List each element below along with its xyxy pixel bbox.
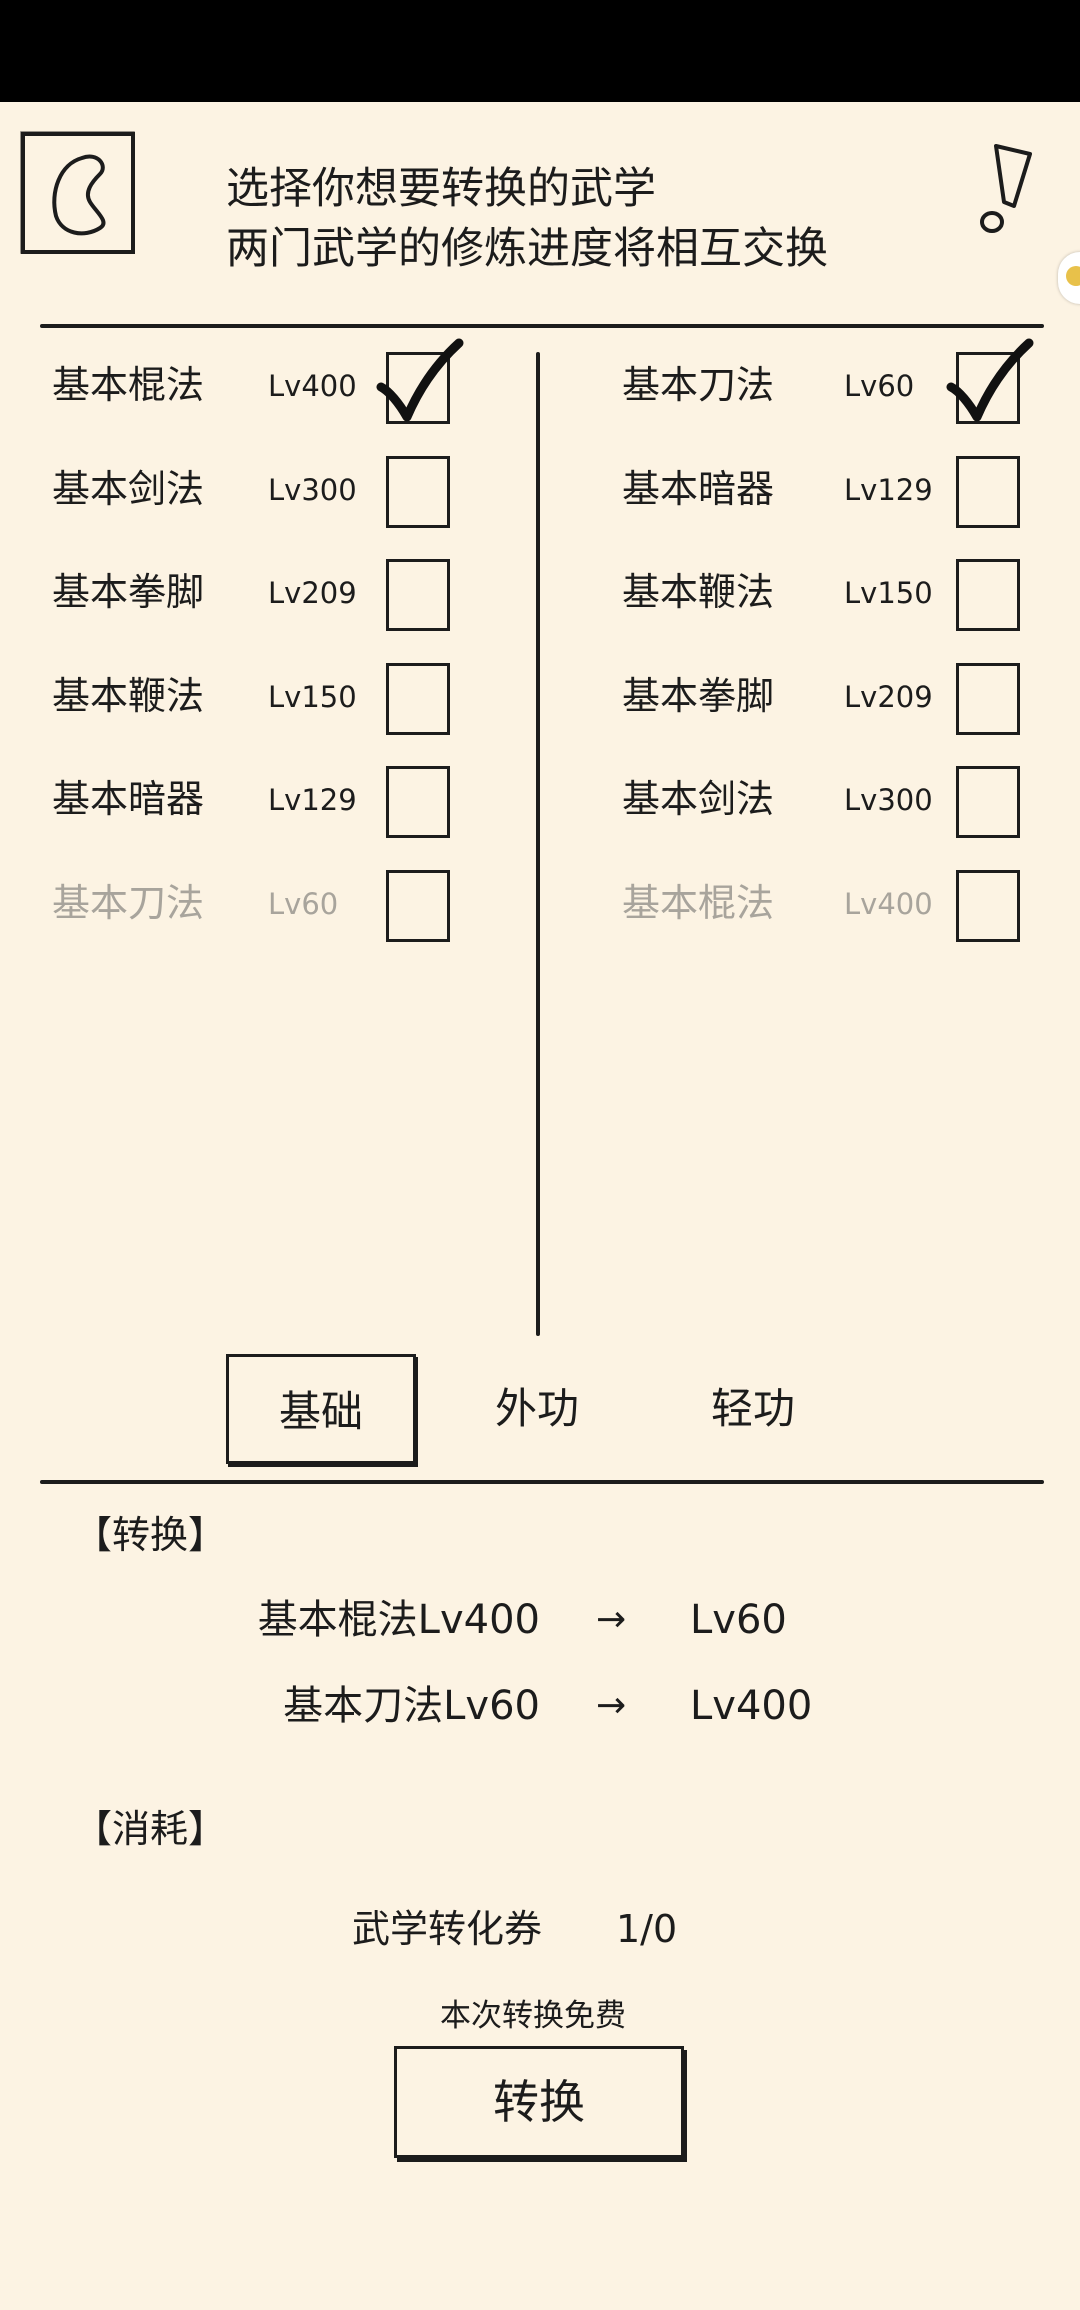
left-skill-row[interactable]: 基本拳脚 Lv209 (52, 553, 512, 633)
right-skill-row[interactable]: 基本暗器 Lv129 (622, 450, 1080, 530)
floating-side-tab[interactable] (1058, 252, 1080, 304)
conversion-to-1: Lv60 (690, 1597, 787, 1643)
right-skill-row[interactable]: 基本拳脚 Lv209 (622, 657, 1080, 737)
skill-level: Lv300 (844, 783, 933, 817)
skill-checkbox[interactable] (386, 456, 450, 528)
skill-name: 基本暗器 (52, 777, 205, 821)
skill-checkbox[interactable] (956, 663, 1020, 735)
header-line-2: 两门武学的修炼进度将相互交换 (226, 224, 828, 274)
skill-name: 基本拳脚 (52, 570, 205, 614)
skill-level: Lv300 (268, 473, 357, 507)
skill-name: 基本鞭法 (52, 674, 205, 718)
convert-button[interactable]: 转换 (394, 2046, 684, 2158)
skill-checkbox[interactable] (956, 766, 1020, 838)
skill-checkbox[interactable] (956, 870, 1020, 942)
skill-checkbox[interactable] (386, 766, 450, 838)
skill-level: Lv209 (268, 576, 357, 610)
right-skill-row[interactable]: 基本棍法 Lv400 (622, 864, 1080, 944)
skill-level: Lv209 (844, 680, 933, 714)
skill-level: Lv60 (268, 887, 339, 921)
tab-basic[interactable]: 基础 (226, 1354, 416, 1464)
skill-level: Lv150 (268, 680, 357, 714)
top-divider (40, 324, 1044, 328)
exclamation-icon (980, 144, 1032, 233)
header-line-1: 选择你想要转换的武学 (226, 164, 656, 214)
checkmark-icon (376, 338, 464, 422)
conversion-section-title: 【转换】 (74, 1513, 227, 1557)
skill-level: Lv129 (268, 783, 357, 817)
left-skill-row[interactable]: 基本剑法 Lv300 (52, 450, 512, 530)
skill-name: 基本刀法 (52, 881, 205, 925)
skill-name: 基本剑法 (52, 467, 205, 511)
skill-name: 基本刀法 (622, 363, 775, 407)
skill-checkbox[interactable] (386, 870, 450, 942)
skill-name: 基本棍法 (622, 881, 775, 925)
skill-checkbox[interactable] (946, 338, 1034, 424)
tab-external[interactable]: 外功 (494, 1384, 579, 1433)
conversion-to-2: Lv400 (690, 1683, 813, 1729)
side-tab-icon (1066, 266, 1080, 286)
conversion-from-2: 基本刀法Lv60 (283, 1683, 540, 1729)
skill-level: Lv400 (844, 887, 933, 921)
skill-name: 基本鞭法 (622, 570, 775, 614)
left-skill-row[interactable]: 基本棍法 Lv400 (52, 338, 512, 426)
back-button[interactable] (20, 130, 138, 258)
left-skill-row[interactable]: 基本刀法 Lv60 (52, 864, 512, 944)
checkmark-icon (946, 338, 1034, 422)
right-skill-row[interactable]: 基本鞭法 Lv150 (622, 553, 1080, 633)
skill-level: Lv400 (268, 369, 357, 403)
skill-checkbox[interactable] (386, 663, 450, 735)
free-conversion-note: 本次转换免费 (440, 1998, 626, 2034)
cost-item-value: 1/0 (616, 1907, 678, 1951)
column-divider (536, 352, 540, 1336)
skill-level: Lv150 (844, 576, 933, 610)
skill-name: 基本拳脚 (622, 674, 775, 718)
skill-checkbox[interactable] (956, 559, 1020, 631)
skill-name: 基本棍法 (52, 363, 205, 407)
cost-item-name: 武学转化券 (352, 1907, 543, 1951)
conversion-arrow-2: → (596, 1685, 627, 1726)
skill-level: Lv129 (844, 473, 933, 507)
conversion-arrow-1: → (596, 1599, 627, 1640)
right-skill-row[interactable]: 基本刀法 Lv60 (622, 338, 1080, 426)
skill-name: 基本剑法 (622, 777, 775, 821)
skill-level: Lv60 (844, 369, 915, 403)
help-button[interactable] (974, 140, 1038, 240)
back-icon (20, 131, 135, 254)
skill-checkbox[interactable] (956, 456, 1020, 528)
left-skill-row[interactable]: 基本暗器 Lv129 (52, 760, 512, 840)
status-bar (0, 0, 1080, 102)
skill-checkbox[interactable] (386, 559, 450, 631)
skill-name: 基本暗器 (622, 467, 775, 511)
tab-lightness[interactable]: 轻功 (710, 1384, 795, 1433)
bottom-divider (40, 1480, 1044, 1484)
conversion-from-1: 基本棍法Lv400 (257, 1597, 540, 1643)
skill-checkbox[interactable] (376, 338, 464, 424)
left-skill-row[interactable]: 基本鞭法 Lv150 (52, 657, 512, 737)
right-skill-row[interactable]: 基本剑法 Lv300 (622, 760, 1080, 840)
cost-section-title: 【消耗】 (74, 1807, 227, 1851)
